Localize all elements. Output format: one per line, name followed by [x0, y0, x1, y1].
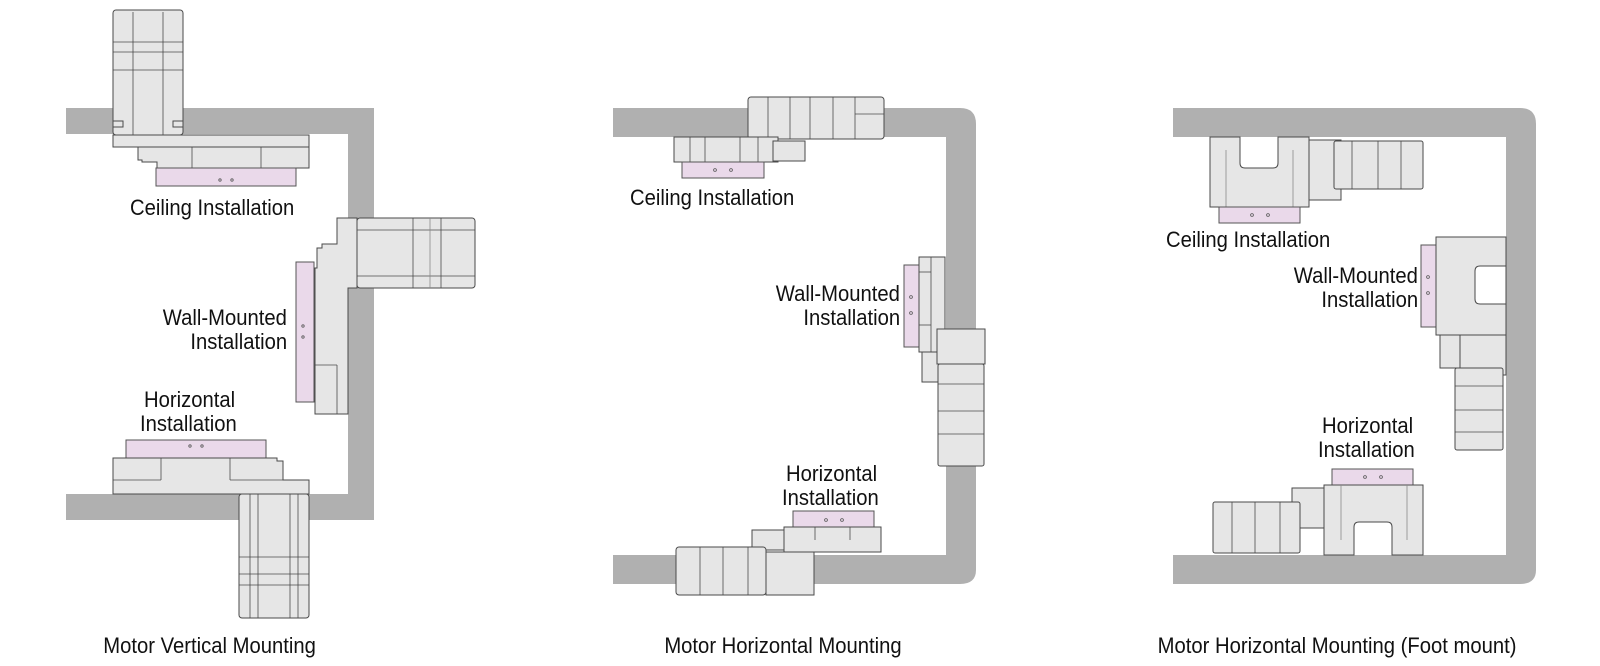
label-horizontal-line1: Horizontal: [786, 461, 878, 486]
motor-body: [1454, 367, 1504, 451]
motor-body: [675, 546, 767, 596]
caption-horizontal-mounting: Motor Horizontal Mounting: [664, 633, 902, 658]
label-horizontal-line2: Installation: [1318, 437, 1415, 462]
label-ceiling-installation: Ceiling Installation: [1166, 227, 1331, 252]
horizontal-actuator: [1212, 468, 1424, 556]
table-plate: [1420, 244, 1437, 328]
label-horizontal-line1: Horizontal: [144, 387, 236, 412]
caption-foot-mount: Motor Horizontal Mounting (Foot mount): [1157, 633, 1517, 658]
horizontal-actuator: [112, 439, 310, 619]
horizontal-actuator: [675, 510, 882, 596]
motor-body: [356, 217, 476, 289]
table-plate: [792, 510, 875, 528]
motor-body: [1212, 501, 1301, 554]
ceiling-actuator: [673, 96, 885, 179]
label-horizontal-line2: Installation: [782, 485, 879, 510]
ceiling-actuator: [112, 9, 310, 187]
label-wall-mounted-line2: Installation: [1321, 287, 1418, 312]
motor-body: [238, 493, 310, 619]
table-plate: [1331, 468, 1414, 486]
label-wall-mounted-line1: Wall-Mounted: [775, 281, 900, 306]
wall-actuator: [903, 256, 986, 467]
wall-actuator: [1420, 236, 1507, 451]
motor-body: [112, 9, 184, 136]
label-horizontal-line2: Installation: [140, 411, 237, 436]
table-plate: [155, 167, 297, 187]
motor-body: [1333, 140, 1424, 190]
label-ceiling-installation: Ceiling Installation: [130, 195, 295, 220]
label-horizontal-line1: Horizontal: [1322, 413, 1414, 438]
table-plate: [903, 264, 920, 348]
ceiling-actuator: [1209, 136, 1424, 224]
label-wall-mounted-line2: Installation: [190, 329, 287, 354]
label-wall-mounted-line2: Installation: [803, 305, 900, 330]
label-ceiling-installation: Ceiling Installation: [630, 185, 795, 210]
label-wall-mounted-line1: Wall-Mounted: [1293, 263, 1418, 288]
panel-vertical-mounting: [66, 9, 476, 619]
caption-vertical-mounting: Motor Vertical Mounting: [103, 633, 316, 658]
label-wall-mounted-line1: Wall-Mounted: [162, 305, 287, 330]
panel-foot-mount: [1173, 108, 1536, 584]
wall-actuator: [295, 217, 476, 415]
table-plate: [681, 161, 765, 179]
panel-horizontal-mounting: [613, 96, 986, 596]
motor-body: [937, 363, 985, 467]
table-plate: [1218, 206, 1301, 224]
table-plate: [295, 261, 315, 403]
table-plate: [125, 439, 267, 459]
motor-body: [747, 96, 885, 140]
